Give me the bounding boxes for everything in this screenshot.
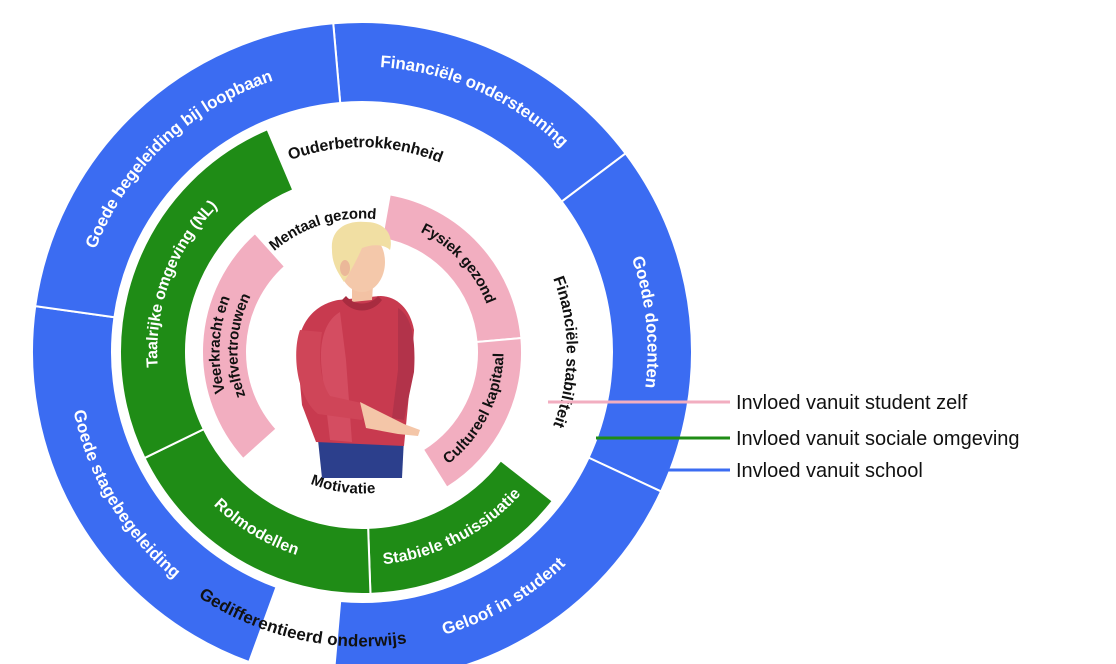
ear	[340, 260, 350, 276]
student-illustration	[296, 221, 420, 478]
middle-segment-taalrijke-omgeving-nl	[119, 127, 295, 460]
jeans	[318, 438, 404, 478]
legend-label-3: Invloed vanuit school	[736, 460, 923, 482]
inner-segment-cultureel-kapitaal	[421, 336, 523, 490]
inner-segment-veerkracht-en-zelfvertrouwen	[201, 231, 287, 461]
outer-segment-geloof-in-student	[333, 456, 663, 664]
collar	[342, 296, 382, 311]
diagram-rings	[31, 21, 693, 664]
back-arm	[392, 308, 415, 420]
legend-label-2: Invloed vanuit sociale omgeving	[736, 428, 1020, 450]
front-arm	[296, 330, 366, 420]
hand	[360, 402, 420, 436]
outer-segment-goede-begeleiding-bij-loopbaan	[34, 22, 342, 319]
legend-label-1: Invloed vanuit student zelf	[736, 392, 968, 414]
